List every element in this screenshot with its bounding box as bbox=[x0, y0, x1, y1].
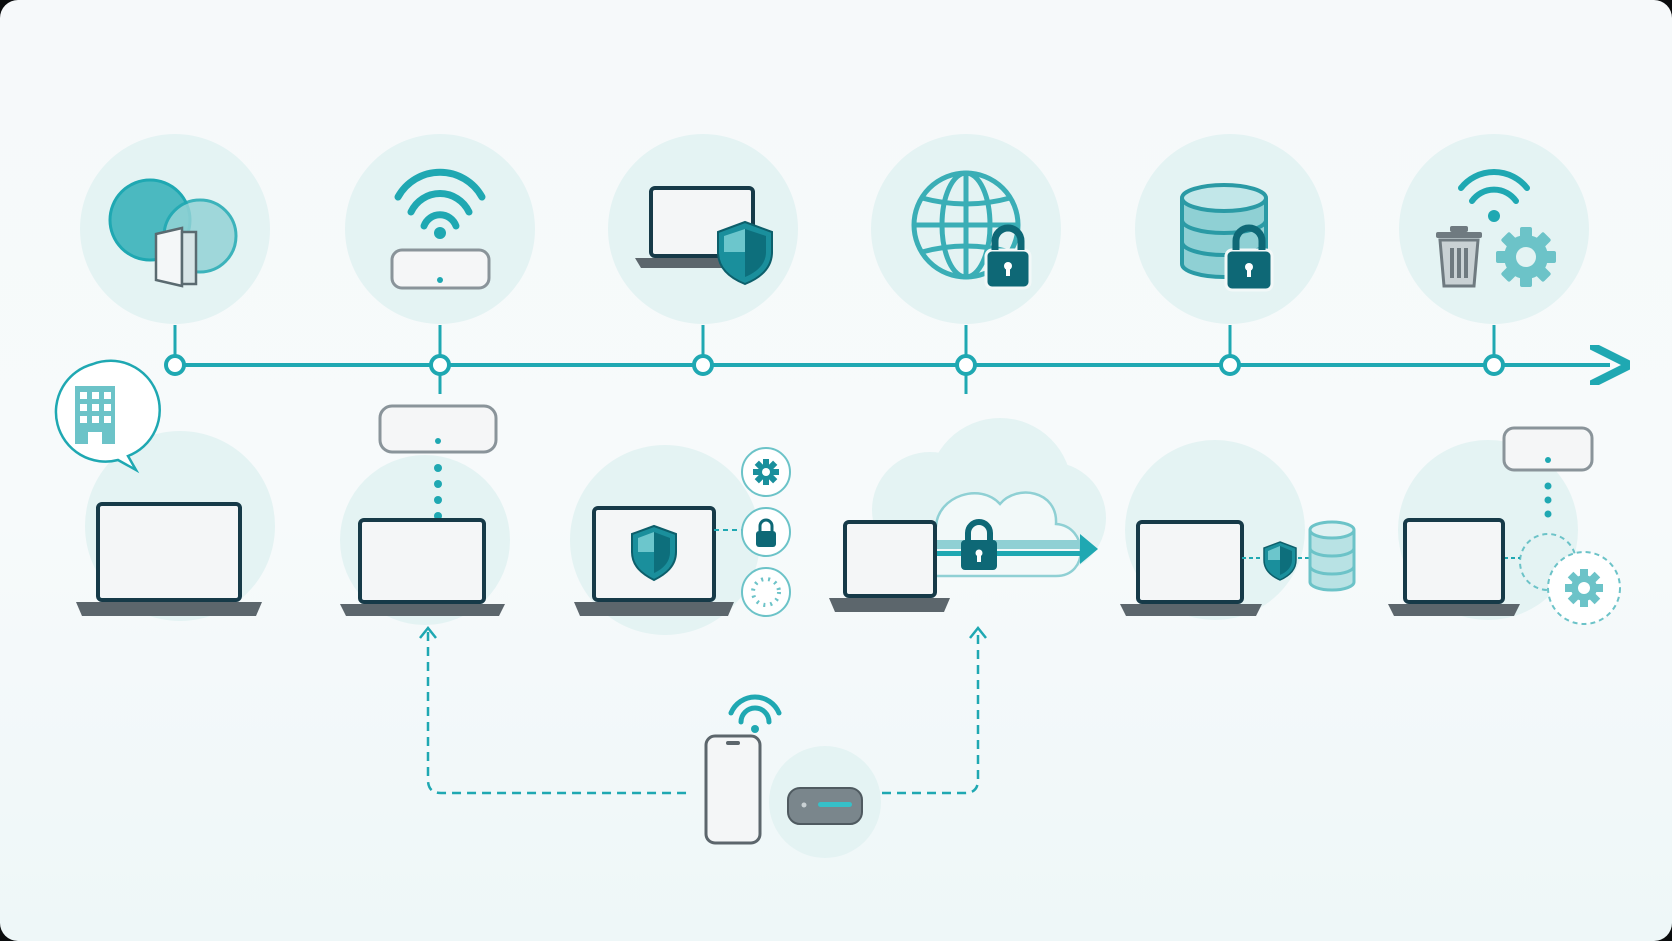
database-lock-icon bbox=[1180, 183, 1274, 292]
timeline-axis bbox=[164, 325, 1610, 394]
wifi-trash-gear-icon bbox=[1436, 169, 1556, 288]
laptop-cloud-encrypted-transfer-icon bbox=[829, 418, 1106, 612]
laptop-office-building-icon bbox=[54, 359, 275, 621]
portable-drive-icon bbox=[769, 746, 881, 858]
remote-access-links bbox=[426, 632, 980, 795]
timeline-nodes bbox=[164, 354, 1505, 376]
remote-access-arrowheads bbox=[419, 625, 987, 639]
top-icon-circles bbox=[80, 134, 1589, 324]
smartphone-icon bbox=[704, 694, 782, 845]
globe-lock-icon bbox=[911, 170, 1032, 290]
laptop-shield-database-icon bbox=[1120, 440, 1356, 620]
wifi-router-icon bbox=[390, 168, 491, 290]
laptop-security-options-icon bbox=[570, 445, 791, 635]
overlapping-circles-door-icon bbox=[108, 178, 238, 288]
laptop-router-gear-icon bbox=[1388, 426, 1621, 625]
laptop-shield-icon bbox=[635, 186, 773, 286]
laptop-router-connection-icon bbox=[340, 404, 510, 625]
